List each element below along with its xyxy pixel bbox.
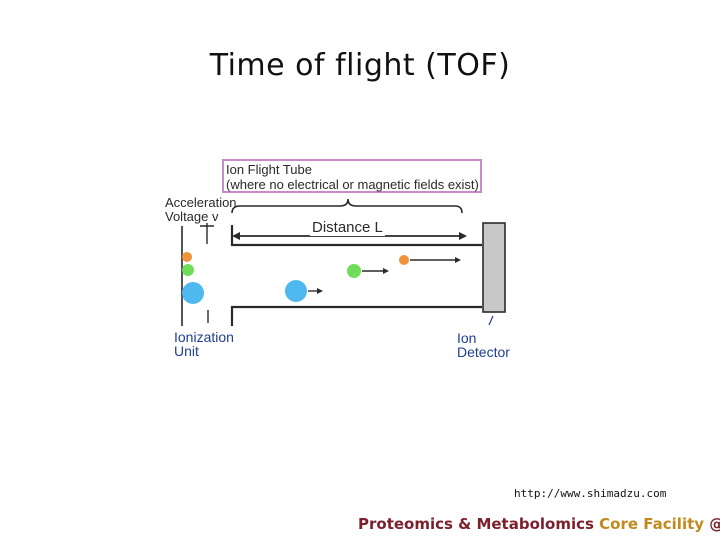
ion-blue-flight [285, 280, 307, 302]
ion-orange-flight [399, 255, 409, 265]
detector-label-line1: Ion [457, 330, 477, 346]
acceleration-label-line2: Voltage v [165, 209, 219, 224]
ion-orange-velocity-head [455, 257, 461, 263]
flight-tube-brace [231, 198, 463, 214]
footer: Proteomics & Metabolomics Core Facility … [358, 515, 720, 533]
ion-detector [482, 222, 506, 313]
footer-part2: Core Facility [599, 515, 705, 533]
detector-label-line2: Detector [457, 344, 510, 360]
footer-part3: @ [709, 515, 720, 533]
ion-orange-source [182, 252, 192, 262]
ion-blue-source [182, 282, 204, 304]
detector-pointer [488, 315, 494, 326]
distance-label: Distance L [310, 219, 385, 236]
ionization-label-line2: Unit [174, 343, 199, 359]
ion-blue-velocity-head [317, 288, 323, 294]
distance-arrowhead-left [232, 232, 240, 240]
source-url: http://www.shimadzu.com [514, 487, 667, 500]
distance-arrowhead-right [459, 232, 467, 240]
ion-green-velocity-head [383, 268, 389, 274]
ionization-label-line1: Ionization [174, 329, 234, 345]
footer-part1: Proteomics & Metabolomics [358, 515, 594, 533]
ion-green-source [182, 264, 194, 276]
acceleration-pointer [200, 223, 214, 244]
tube-top-wall [230, 225, 482, 247]
tube-bottom-wall [230, 305, 482, 326]
slide-title: Time of flight (TOF) [209, 48, 511, 83]
flight-tube-caption: Ion Flight Tube (where no electrical or … [222, 159, 482, 193]
acceleration-label-line1: Acceleration [165, 195, 237, 210]
flight-tube-caption-line1: Ion Flight Tube [226, 162, 312, 177]
ion-green-flight [347, 264, 361, 278]
flight-tube-caption-line2: (where no electrical or magnetic fields … [226, 177, 479, 192]
